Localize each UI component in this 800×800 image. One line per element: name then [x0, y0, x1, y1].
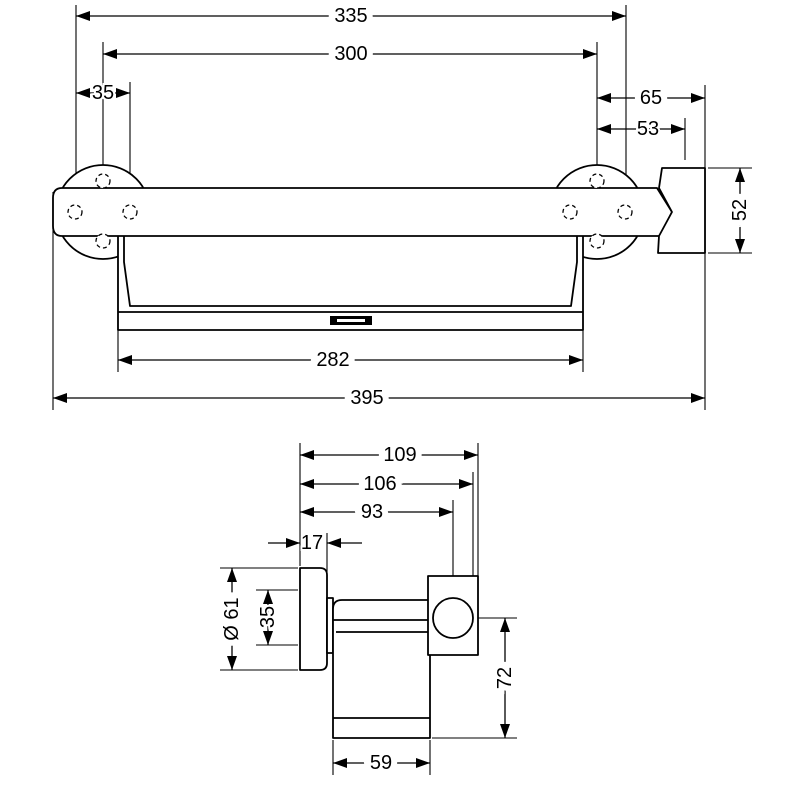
dimension-projection-outer: 109 — [300, 438, 478, 472]
dimension-holder-offset-outer: 65 — [597, 81, 705, 115]
mounting-hole — [617, 204, 633, 220]
dimension-label: 93 — [361, 501, 383, 523]
shelf-inner-edge — [123, 236, 578, 307]
mounting-hole — [589, 173, 605, 189]
side-view: 109 106 93 17 Ø 61 35 72 59 — [215, 438, 522, 780]
dimension-label: 52 — [729, 199, 751, 221]
dimension-label: 300 — [334, 43, 367, 65]
mounting-hole — [95, 233, 111, 249]
dimension-shelf-depth: 59 — [333, 746, 430, 780]
dimension-label: Ø 61 — [221, 597, 243, 640]
dimension-projection-mid: 106 — [300, 467, 473, 501]
wall-rosette-side — [299, 567, 328, 671]
mounting-hole — [95, 173, 111, 189]
mounting-hole — [67, 204, 83, 220]
dimension-holder-height: 52 — [723, 168, 757, 253]
dimension-label: 53 — [637, 118, 659, 140]
dimension-bar-diameter: 35 — [255, 590, 281, 645]
dimension-rosette-diameter: Ø 61 — [215, 568, 249, 670]
dimension-label: 59 — [370, 752, 392, 774]
dimension-label: 282 — [316, 349, 349, 371]
shelf-top-view — [117, 236, 584, 331]
shelf-outline — [117, 236, 584, 331]
dimension-label: 395 — [350, 387, 383, 409]
dimension-shelf-height: 72 — [488, 618, 522, 738]
shelf-drain-slot-inner — [337, 319, 365, 322]
top-view: 335 300 35 65 53 52 282 395 — [52, 0, 757, 415]
mounting-holes — [67, 173, 633, 249]
shower-holder — [657, 167, 706, 254]
holder-bore — [432, 597, 474, 639]
dimension-rosette-center-span: 300 — [103, 37, 597, 71]
grab-bar — [52, 187, 673, 237]
dimension-label: 35 — [92, 82, 114, 104]
dimension-label: 65 — [640, 87, 662, 109]
mounting-hole — [122, 204, 138, 220]
dimension-rosette-outer-span: 335 — [76, 0, 626, 33]
dimension-rosette-thickness: 17 — [268, 530, 362, 556]
mounting-hole — [589, 233, 605, 249]
dimension-label: 109 — [383, 444, 416, 466]
dimension-rosette-hole-spacing: 35 — [76, 80, 130, 106]
dimension-label: 335 — [334, 5, 367, 27]
dimension-label: 106 — [363, 473, 396, 495]
dimension-projection-inner: 93 — [300, 495, 453, 529]
dimension-holder-offset-inner: 53 — [597, 116, 685, 142]
dimension-shelf-width: 282 — [118, 343, 583, 377]
dimension-label: 72 — [494, 667, 516, 689]
shelf-profile — [332, 599, 431, 739]
dimension-label: 35 — [257, 606, 279, 628]
dimension-overall-width: 395 — [53, 381, 705, 415]
dimension-label: 17 — [301, 532, 323, 554]
mounting-hole — [562, 204, 578, 220]
